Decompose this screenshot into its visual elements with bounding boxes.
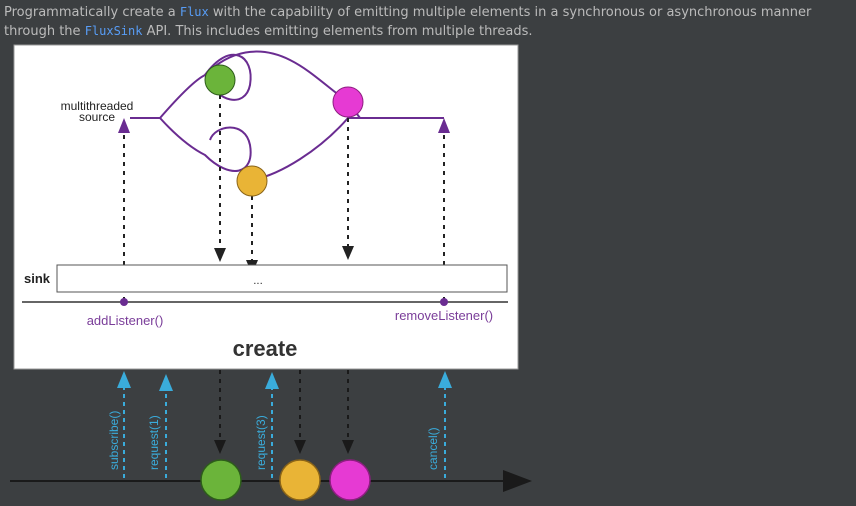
source-label-line1: multithreaded [61, 99, 134, 113]
timeline-arrow-icon [503, 470, 532, 492]
fluxsink-code: FluxSink [84, 24, 143, 38]
output-yellow-marble [279, 459, 321, 501]
cancel-arrow-icon [438, 371, 452, 388]
flux-code: Flux [179, 5, 209, 19]
request-dashes [123, 386, 446, 478]
request1-arrow-icon [159, 374, 173, 391]
request3-arrow-icon [265, 372, 279, 389]
output-dashes [219, 370, 349, 440]
operator-box [13, 44, 519, 370]
description: Programmatically create a Flux with the … [4, 3, 852, 41]
output-arrowheads [214, 440, 354, 454]
sink-ellipsis: ... [253, 276, 263, 287]
thread-lower-loop [159, 117, 252, 172]
add-arrow-head-icon [118, 118, 130, 133]
pink-output-arrow-icon [342, 440, 354, 454]
description-text-3: API. This includes emitting elements fro… [142, 24, 533, 39]
source-pink-marble [332, 86, 364, 118]
sink-label: sink [24, 271, 51, 286]
subscribe-arrow-icon [117, 371, 131, 388]
request1-label: request(1) [147, 415, 161, 470]
output-green-marble [200, 459, 242, 501]
operator-name: create [233, 336, 298, 361]
source-label-line2: source [79, 110, 115, 124]
source-yellow-marble [236, 165, 268, 197]
description-text-2: with the capability of emitting multiple… [4, 5, 812, 39]
remove-listener-dot [440, 298, 448, 306]
pink-emit-arrow-icon [342, 246, 354, 260]
green-emit-arrow-icon [214, 248, 226, 262]
add-listener-dot [120, 298, 128, 306]
request-arrowheads [117, 371, 452, 391]
green-output-arrow-icon [214, 440, 226, 454]
cancel-label: cancel() [426, 427, 440, 470]
request-labels: subscribe() request(1) request(3) cancel… [107, 411, 440, 470]
source-green-marble [204, 64, 236, 96]
thread-upper-to-pink [204, 50, 349, 103]
subscribe-label: subscribe() [107, 411, 121, 470]
add-listener-label: addListener() [87, 313, 164, 328]
yellow-output-arrow-icon [294, 440, 306, 454]
thread-upper-loop [159, 53, 252, 119]
sink-box [56, 264, 508, 293]
output-pink-marble [329, 459, 371, 501]
description-text-1: Programmatically create a [4, 5, 180, 20]
remove-listener-label: removeListener() [395, 308, 493, 323]
request3-label: request(3) [254, 415, 268, 470]
remove-arrow-head-icon [438, 118, 450, 133]
